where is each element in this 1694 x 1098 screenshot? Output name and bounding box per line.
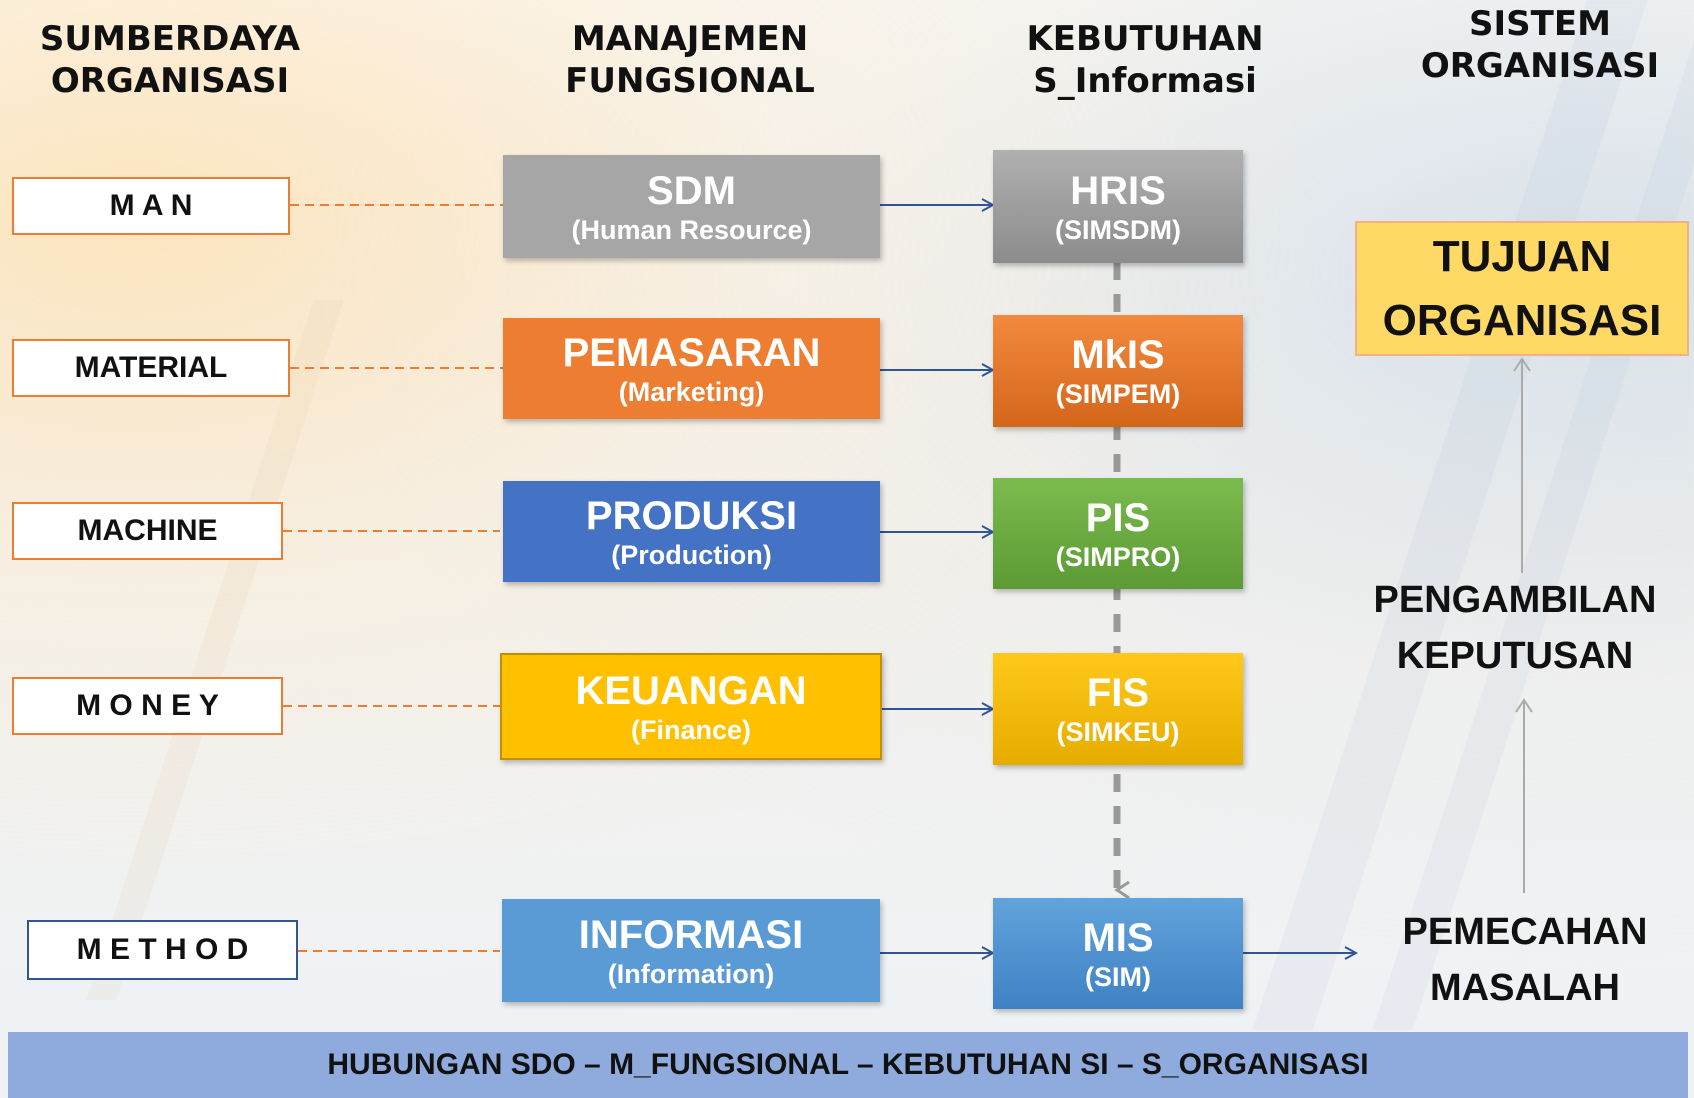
footer-banner: HUBUNGAN SDO – M_FUNGSIONAL – KEBUTUHAN … <box>8 1032 1688 1098</box>
decision-line1: PENGAMBILAN <box>1373 579 1657 621</box>
resource-dashes <box>283 204 503 952</box>
function-sdm-title: SDM <box>647 168 736 213</box>
function-sdm-sub: (Human Resource) <box>571 214 812 245</box>
system-hris-sub: (SIMSDM) <box>1055 214 1181 245</box>
problem-text: PEMECAHAN MASALAH <box>1360 904 1690 1016</box>
system-pis-title: PIS <box>1085 495 1151 540</box>
system-mis: MIS (SIM) <box>993 898 1243 1009</box>
system-hris-title: HRIS <box>1070 168 1166 213</box>
function-pemasaran: PEMASARAN (Marketing) <box>503 318 880 419</box>
goal-line1: TUJUAN <box>1432 231 1612 281</box>
function-produksi-sub: (Production) <box>611 539 772 570</box>
goal-line2: ORGANISASI <box>1382 295 1662 345</box>
connector-lines <box>283 0 1533 1030</box>
function-pemasaran-title: PEMASARAN <box>562 330 821 375</box>
system-hris: HRIS (SIMSDM) <box>993 150 1243 263</box>
function-keuangan: KEUANGAN (Finance) <box>500 653 882 760</box>
function-keuangan-title: KEUANGAN <box>575 668 807 713</box>
system-fis: FIS (SIMKEU) <box>993 653 1243 765</box>
decision-line2: KEPUTUSAN <box>1396 635 1634 677</box>
system-mkis: MkIS (SIMPEM) <box>993 315 1243 427</box>
resource-machine: MACHINE <box>12 502 283 560</box>
function-sdm: SDM (Human Resource) <box>503 155 880 258</box>
resource-method: M E T H O D <box>27 920 298 980</box>
resource-man: M A N <box>12 177 290 235</box>
system-fis-sub: (SIMKEU) <box>1056 717 1180 747</box>
function-pemasaran-sub: (Marketing) <box>618 376 765 407</box>
system-pis: PIS (SIMPRO) <box>993 478 1243 589</box>
function-arrows <box>880 205 1356 953</box>
system-mis-sub: (SIM) <box>1085 961 1151 992</box>
function-informasi: INFORMASI (Information) <box>502 899 880 1002</box>
system-fis-title: FIS <box>1086 671 1150 715</box>
system-mis-title: MIS <box>1082 915 1154 960</box>
system-pis-sub: (SIMPRO) <box>1055 541 1181 572</box>
function-informasi-title: INFORMASI <box>578 912 804 957</box>
resource-material: MATERIAL <box>12 339 290 397</box>
resource-money: M O N E Y <box>12 677 283 735</box>
header-sumberdaya: SUMBERDAYA ORGANISASI <box>39 19 301 101</box>
decision-text: PENGAMBILAN KEPUTUSAN <box>1350 572 1680 684</box>
goal-box: TUJUAN ORGANISASI <box>1355 221 1689 356</box>
header-manajemen: MANAJEMEN FUNGSIONAL <box>565 19 815 101</box>
function-keuangan-sub: (Finance) <box>630 714 751 745</box>
system-mkis-sub: (SIMPEM) <box>1055 379 1181 409</box>
problem-line1: PEMECAHAN <box>1402 911 1648 953</box>
header-sistem: SISTEM ORGANISASI <box>1420 4 1660 86</box>
problem-line2: MASALAH <box>1430 967 1620 1009</box>
header-kebutuhan: KEBUTUHAN S_Informasi <box>1026 19 1264 101</box>
function-produksi: PRODUKSI (Production) <box>503 481 880 582</box>
function-informasi-sub: (Information) <box>607 958 775 989</box>
function-produksi-title: PRODUKSI <box>585 493 798 538</box>
system-mkis-title: MkIS <box>1071 333 1165 377</box>
